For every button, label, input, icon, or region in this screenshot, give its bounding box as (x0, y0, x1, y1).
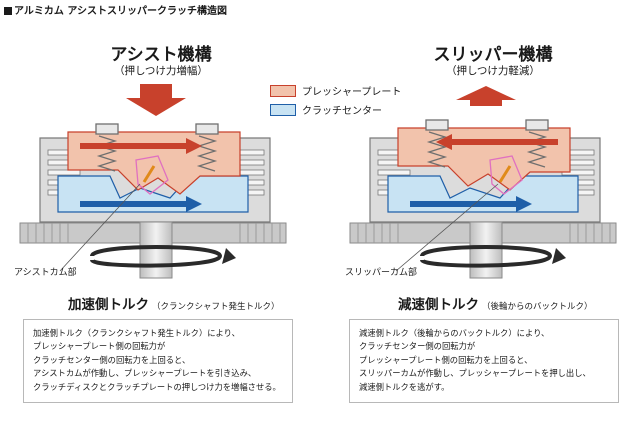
slipper-clutch-diagram (349, 86, 617, 279)
decel-torque-label: 減速側トルク (398, 297, 479, 313)
assist-cam-leader (59, 183, 141, 272)
accel-torque-label: 加速側トルク (68, 297, 149, 313)
slipper-desc-line: 減速側トルクを逃がす。 (359, 381, 450, 392)
slipper-desc-line: プレッシャープレート側の回転力を上回ると、 (359, 354, 533, 365)
assist-mechanism-title: アシスト機構 (110, 45, 212, 65)
legend-item-clutch-center: クラッチセンター (270, 102, 401, 117)
accel-torque-note: （クランクシャフト発生トルク） (152, 302, 280, 312)
assist-mechanism-subtitle: （押しつけ力増幅） (114, 65, 208, 77)
decel-torque-note: （後輪からのバックトルク） (482, 302, 593, 312)
push-up-arrow-icon (456, 86, 516, 106)
springs (425, 119, 549, 168)
assist-description-box: 加速側トルク（クランクシャフト発生トルク）により、 プレッシャープレート側の回転… (23, 319, 293, 403)
page-title: アルミカム アシストスリッパークラッチ構造図 (4, 2, 227, 17)
title-square-icon (4, 7, 12, 15)
slipper-cam-pin (498, 165, 512, 183)
page-title-text: アルミカム アシストスリッパークラッチ構造図 (14, 6, 227, 17)
legend-label-pressure-plate: プレッシャープレート (302, 87, 402, 98)
slipper-description-box: 減速側トルク（後輪からのバックトルク）により、 クラッチセンター側の回転力が プ… (349, 319, 619, 403)
assist-cam-label: アシストカム部 (14, 268, 77, 278)
decel-torque-heading: 減速側トルク（後輪からのバックトルク） (398, 293, 593, 313)
pressure-plate-swatch (270, 84, 296, 97)
slipper-desc-line: スリッパーカムが作動し、プレッシャープレートを押し出し、 (359, 368, 591, 379)
legend-item-pressure-plate: プレッシャープレート (270, 83, 401, 98)
slipper-desc-line: クラッチセンター側の回転力が (359, 341, 476, 352)
clutch-center-swatch (270, 103, 296, 116)
assist-cam-outline (135, 155, 169, 195)
assist-desc-line: 加速側トルク（クランクシャフト発生トルク）により、 (33, 328, 240, 338)
main-shaft (139, 221, 173, 279)
accel-torque-heading: 加速側トルク（クランクシャフト発生トルク） (68, 293, 280, 313)
slipper-desc-line: 減速側トルク（後輪からのバックトルク）により、 (359, 328, 550, 338)
legend-label-clutch-center: クラッチセンター (302, 106, 382, 117)
rotation-arrow-icon (420, 245, 553, 268)
assist-desc-line: アシストカムが作動し、プレッシャープレートを引き込み、 (33, 368, 257, 379)
legend: プレッシャープレート クラッチセンター (270, 83, 401, 117)
springs (95, 123, 219, 172)
assist-desc-line: クラッチディスクとクラッチプレートの押しつけ力を増幅させる。 (33, 381, 281, 392)
assist-clutch-diagram (19, 84, 287, 279)
push-down-arrow-icon (126, 84, 186, 116)
assist-desc-line: クラッチセンター側の回転力を上回ると、 (33, 354, 191, 365)
assist-cam-pin (142, 165, 156, 183)
slipper-cam-leader (395, 183, 499, 272)
slipper-cam-label: スリッパーカム部 (345, 268, 418, 278)
assist-desc-line: プレッシャープレート側の回転力が (33, 341, 166, 352)
slipper-cam-outline (489, 155, 523, 195)
rotation-arrow-icon (90, 245, 223, 268)
slipper-mechanism-subtitle: （押しつけ力軽減） (446, 65, 540, 77)
slipper-mechanism-title: スリッパー機構 (433, 45, 553, 65)
main-shaft (469, 221, 503, 279)
